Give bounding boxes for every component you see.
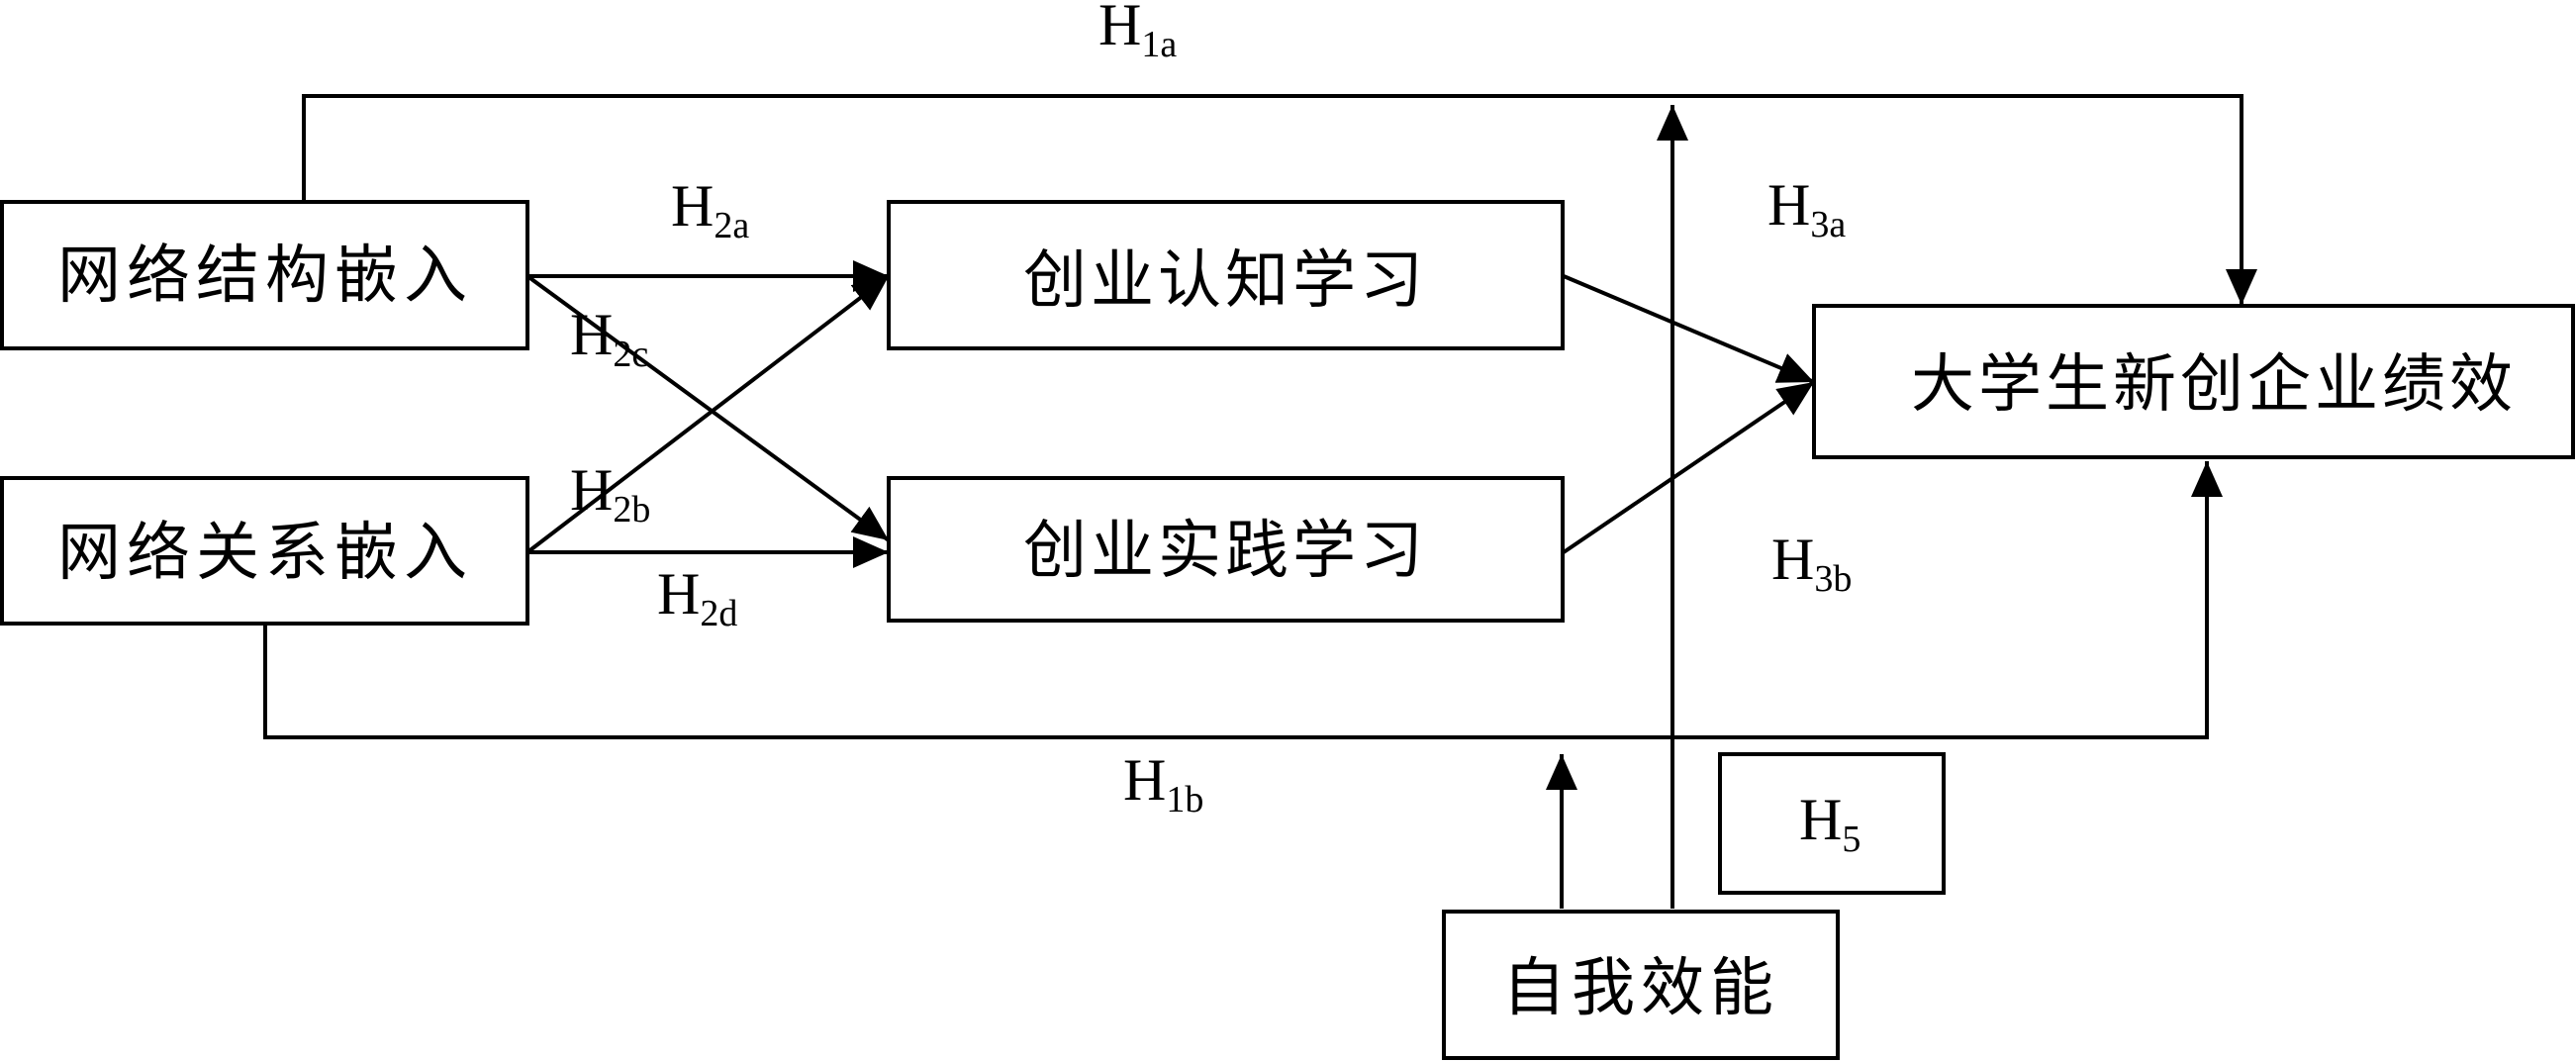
label-network-relational-embedding: 网络关系嵌入 [57, 517, 473, 590]
label-h2b: H2b [570, 457, 650, 531]
label-h3b: H3b [1771, 527, 1852, 600]
label-self-efficacy: 自我效能 [1502, 952, 1779, 1025]
arrow-h3a [1563, 274, 1815, 384]
box-entrepreneurial-cognitive-learning [887, 200, 1565, 350]
label-network-structural-embedding: 网络结构嵌入 [57, 240, 473, 313]
box-h5 [1718, 752, 1946, 895]
label-h2d: H2d [657, 561, 737, 634]
path-h1b [263, 461, 2223, 739]
label-h1b: H1b [1123, 747, 1203, 821]
label-h3a: H3a [1767, 172, 1846, 245]
arrow-h2b [525, 274, 891, 554]
label-h2a: H2a [671, 173, 749, 246]
arrow-h2c [525, 274, 891, 542]
label-entrepreneurial-cognitive-learning: 创业认知学习 [1023, 244, 1427, 318]
box-new-venture-performance [1812, 304, 2575, 459]
arrow-h3b [1562, 380, 1816, 554]
label-h1a: H1a [1098, 0, 1177, 65]
box-entrepreneurial-practice-learning [887, 476, 1565, 623]
label-new-venture-performance: 大学生新创企业绩效 [1911, 348, 2517, 422]
box-network-relational-embedding [0, 476, 529, 626]
box-self-efficacy [1442, 910, 1840, 1060]
label-entrepreneurial-practice-learning: 创业实践学习 [1023, 515, 1427, 588]
path-h1a [302, 94, 2257, 305]
label-h5: H5 [1799, 787, 1860, 860]
label-h2c: H2c [570, 302, 648, 375]
box-network-structural-embedding [0, 200, 529, 350]
